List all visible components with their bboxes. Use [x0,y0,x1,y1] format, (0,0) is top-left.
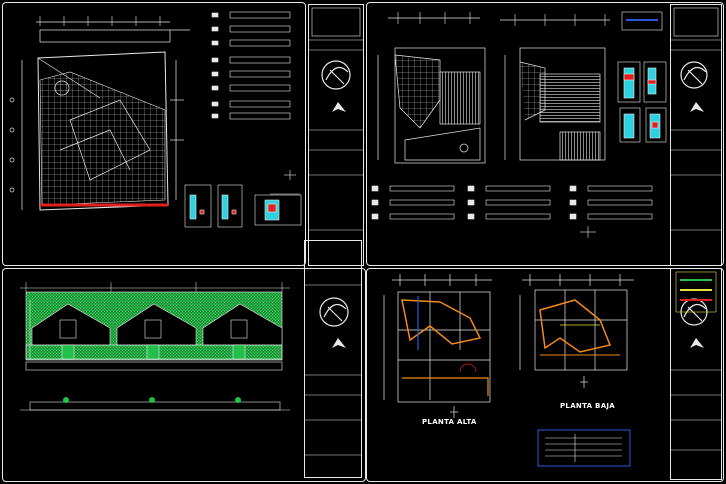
sheet-top-left[interactable] [2,2,306,266]
foundation-details [184,170,302,228]
sheet-bottom-right[interactable] [366,268,724,482]
floor-plan-lower [519,274,634,388]
notes-table [537,429,631,467]
plan-upper-left [377,12,486,164]
sheet-top-right[interactable] [366,2,724,266]
north-arrow-icon [332,102,704,348]
legend-list [211,11,291,120]
sheet-bottom-left[interactable] [2,268,366,482]
floor-plan-lower-label: PLANTA BAJA [560,402,616,410]
site-plan [9,16,190,211]
green-elevations [20,282,290,411]
title-block-bottom-right [670,268,722,480]
legend-rows [371,185,653,238]
wall-details [617,11,667,143]
floor-plan-upper [383,274,492,418]
title-block-bottom-left [304,240,362,478]
title-block-top-right [670,4,722,266]
title-block-top-left [308,4,364,266]
plan-upper-right [500,14,610,161]
floor-plan-upper-label: PLANTA ALTA [422,418,477,426]
